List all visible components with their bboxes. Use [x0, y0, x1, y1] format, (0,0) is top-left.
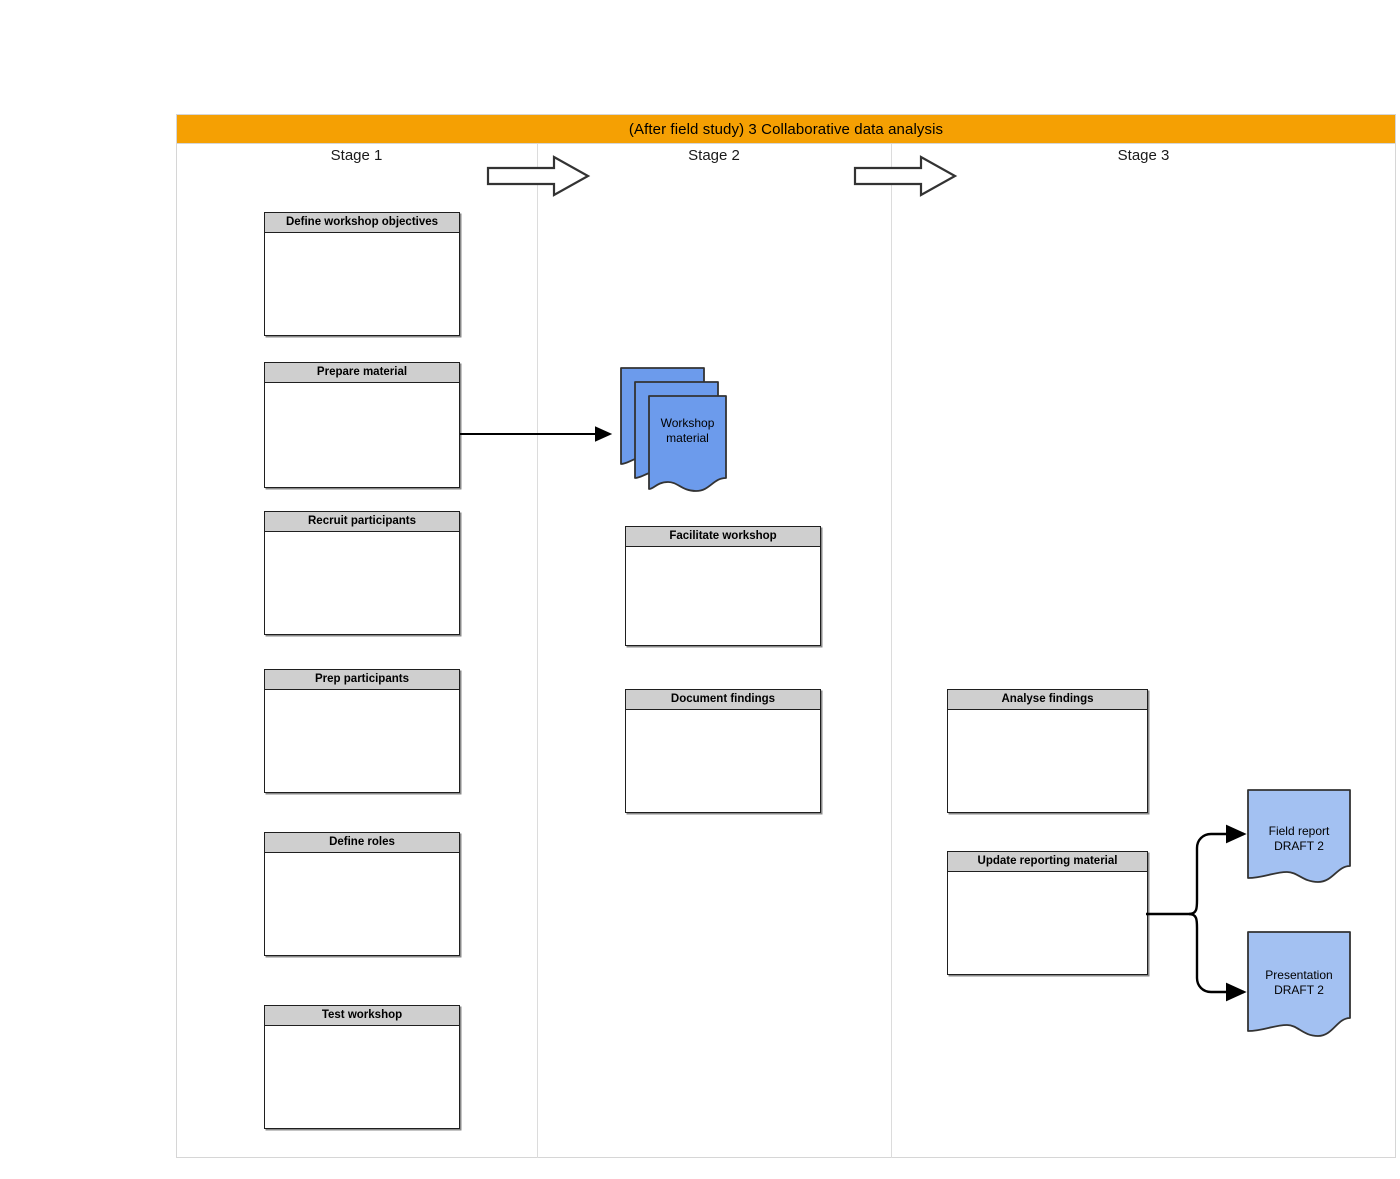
process-box-title: Analyse findings — [948, 690, 1147, 710]
field-report-draft-2-document[interactable]: Field report DRAFT 2 — [1246, 788, 1352, 886]
process-box-body — [626, 547, 820, 645]
process-box-test-workshop[interactable]: Test workshop — [264, 1005, 460, 1129]
stage1-to-stage2-arrow — [486, 155, 591, 197]
process-box-recruit-participants[interactable]: Recruit participants — [264, 511, 460, 635]
process-box-body — [626, 710, 820, 812]
process-box-title: Recruit participants — [265, 512, 459, 532]
process-box-body — [265, 383, 459, 487]
page-title: (After field study) 3 Collaborative data… — [628, 120, 944, 138]
process-box-facilitate-workshop[interactable]: Facilitate workshop — [625, 526, 821, 646]
lane-divider-1 — [537, 144, 538, 1158]
process-box-title: Test workshop — [265, 1006, 459, 1026]
process-box-title: Document findings — [626, 690, 820, 710]
process-box-body — [265, 1026, 459, 1128]
process-box-title: Prep participants — [265, 670, 459, 690]
process-box-body — [265, 233, 459, 335]
process-box-prep-participants[interactable]: Prep participants — [264, 669, 460, 793]
stage2-to-stage3-arrow — [853, 155, 958, 197]
process-box-body — [948, 710, 1147, 812]
process-box-update-reporting-material[interactable]: Update reporting material — [947, 851, 1148, 975]
process-box-prepare-material[interactable]: Prepare material — [264, 362, 460, 488]
process-box-body — [265, 690, 459, 792]
lane-divider-2 — [891, 144, 892, 1158]
process-box-analyse-findings[interactable]: Analyse findings — [947, 689, 1148, 813]
process-box-title: Define workshop objectives — [265, 213, 459, 233]
process-box-body — [948, 872, 1147, 974]
stage-label-2: Stage 2 — [688, 147, 740, 164]
stage-label-1: Stage 1 — [330, 147, 383, 164]
process-box-title: Prepare material — [265, 363, 459, 383]
process-box-define-workshop-objectives[interactable]: Define workshop objectives — [264, 212, 460, 336]
process-box-body — [265, 532, 459, 634]
process-box-document-findings[interactable]: Document findings — [625, 689, 821, 813]
stage-label-3: Stage 3 — [1117, 147, 1170, 164]
presentation-draft-2-document[interactable]: Presentation DRAFT 2 — [1246, 930, 1352, 1042]
process-box-title: Update reporting material — [948, 852, 1147, 872]
process-box-title: Facilitate workshop — [626, 527, 820, 547]
process-box-title: Define roles — [265, 833, 459, 853]
diagram-title-band: (After field study) 3 Collaborative data… — [176, 114, 1396, 144]
process-box-define-roles[interactable]: Define roles — [264, 832, 460, 956]
workshop-material-document[interactable]: Workshop material — [616, 365, 731, 495]
process-box-body — [265, 853, 459, 955]
